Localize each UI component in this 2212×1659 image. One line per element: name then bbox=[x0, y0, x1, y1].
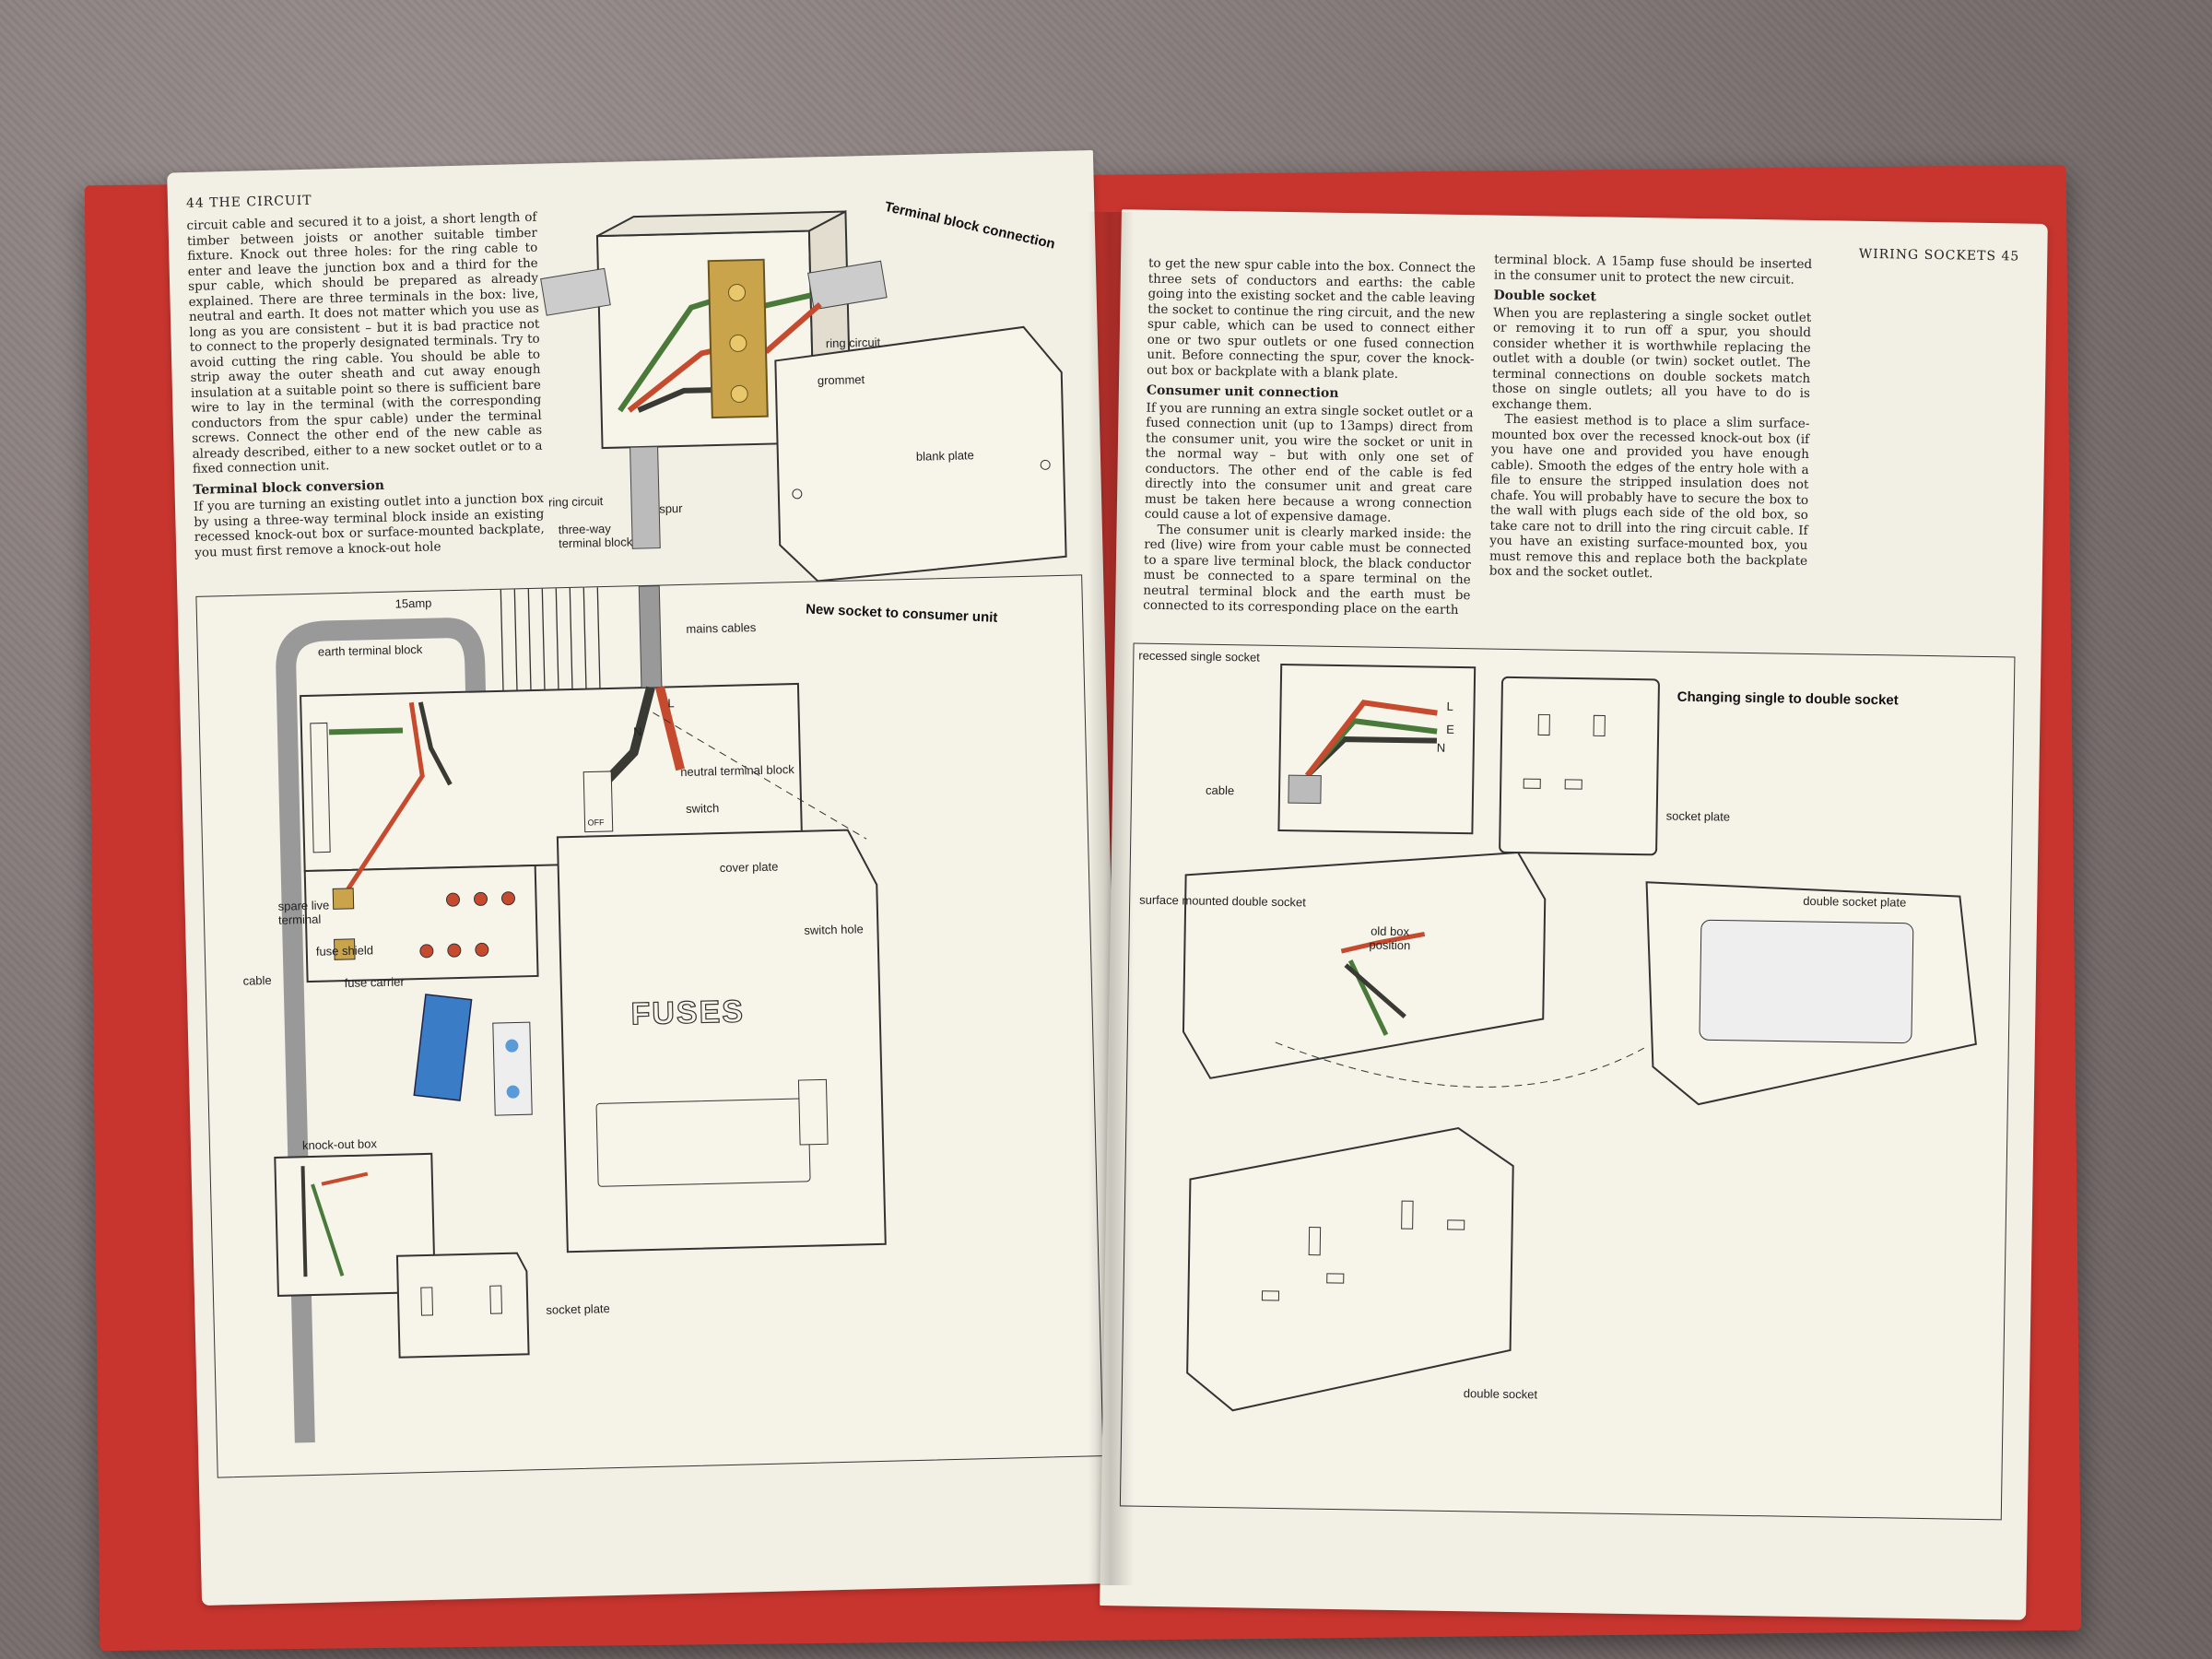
right-column-1: to get the new spur cable into the box. … bbox=[1143, 256, 1476, 618]
label-switch-hole: switch hole bbox=[804, 922, 864, 937]
label-ring-circuit-top: ring circuit bbox=[825, 335, 881, 351]
consumer-unit-drawing bbox=[274, 585, 887, 1443]
terminal-block-drawing bbox=[540, 209, 1067, 582]
label-fuse-shield: fuse shield bbox=[315, 943, 374, 959]
label-cable: cable bbox=[1205, 782, 1235, 798]
label-switch: switch bbox=[685, 801, 720, 816]
label-fuses: FUSES bbox=[630, 994, 746, 1032]
label-surface-mounted-double-socket: surface mounted double socket bbox=[1139, 892, 1306, 910]
label-double-socket-plate: double socket plate bbox=[1803, 893, 1907, 910]
label-cable: cable bbox=[242, 972, 272, 988]
label-blank-plate: blank plate bbox=[915, 448, 974, 464]
label-old-box-position: old box position bbox=[1369, 924, 1411, 953]
consumer-unit-figure: New socket to consumer unit bbox=[195, 574, 1104, 1478]
label-mains-cables: mains cables bbox=[686, 620, 757, 636]
terminal-conversion-text: If you are turning an existing outlet in… bbox=[193, 490, 545, 560]
label-socket-plate: socket plate bbox=[1665, 808, 1731, 824]
left-page: 44 THE CIRCUIT circuit cable and secured… bbox=[167, 149, 1128, 1606]
double-socket-drawing bbox=[1182, 663, 1977, 1412]
label-three-way-block: three-way terminal block bbox=[558, 521, 633, 551]
label-neutral-terminal-block: neutral terminal block bbox=[680, 762, 794, 780]
label-recessed-single-socket: recessed single socket bbox=[1138, 648, 1260, 665]
double-socket-text: When you are replastering a single socke… bbox=[1491, 305, 1812, 413]
label-n-terminal: N bbox=[632, 724, 642, 739]
label-n-wire: N bbox=[1436, 740, 1446, 755]
label-ring-circuit-bottom: ring circuit bbox=[547, 494, 604, 510]
double-socket-figure: Changing single to double socket bbox=[1119, 642, 2016, 1521]
right-page-header: WIRING SOCKETS 45 bbox=[1858, 246, 2020, 265]
right-page: WIRING SOCKETS 45 to get the new spur ca… bbox=[1100, 209, 2048, 1620]
left-intro-text: circuit cable and secured it to a joist,… bbox=[186, 210, 545, 560]
label-l-wire: L bbox=[1446, 699, 1453, 713]
right-column-2: terminal block. A 15amp fuse should be i… bbox=[1489, 253, 1813, 584]
label-l-terminal: L bbox=[667, 696, 675, 711]
label-grommet: grommet bbox=[817, 372, 865, 388]
fuse-paragraph: terminal block. A 15amp fuse should be i… bbox=[1493, 252, 1813, 288]
double-socket-text-2: The easiest method is to place a slim su… bbox=[1488, 411, 1810, 582]
label-cover-plate: cover plate bbox=[719, 859, 779, 876]
left-page-header: 44 THE CIRCUIT bbox=[185, 193, 312, 212]
label-e-wire: E bbox=[1446, 722, 1454, 736]
label-knock-out-box: knock-out box bbox=[301, 1136, 378, 1153]
consumer-unit-text-2: The consumer unit is clearly marked insi… bbox=[1143, 522, 1472, 618]
label-fuse-carrier: fuse carrier bbox=[344, 974, 405, 991]
label-double-socket: double socket bbox=[1463, 1386, 1538, 1402]
terminal-block-figure: Terminal block connection ring circuit g… bbox=[540, 187, 1094, 582]
label-spur: spur bbox=[659, 500, 683, 516]
book-gutter bbox=[1088, 212, 1134, 1585]
label-socket-plate: socket plate bbox=[546, 1301, 610, 1317]
intro-paragraph: circuit cable and secured it to a joist,… bbox=[186, 209, 543, 477]
label-off: OFF bbox=[587, 818, 605, 828]
consumer-unit-text: If you are running an extra single socke… bbox=[1144, 400, 1474, 525]
label-spare-live-terminal: spare live terminal bbox=[277, 898, 330, 927]
label-15amp: 15amp bbox=[394, 595, 432, 611]
spur-paragraph: to get the new spur cable into the box. … bbox=[1147, 255, 1477, 382]
label-earth-terminal-block: earth terminal block bbox=[317, 641, 423, 659]
